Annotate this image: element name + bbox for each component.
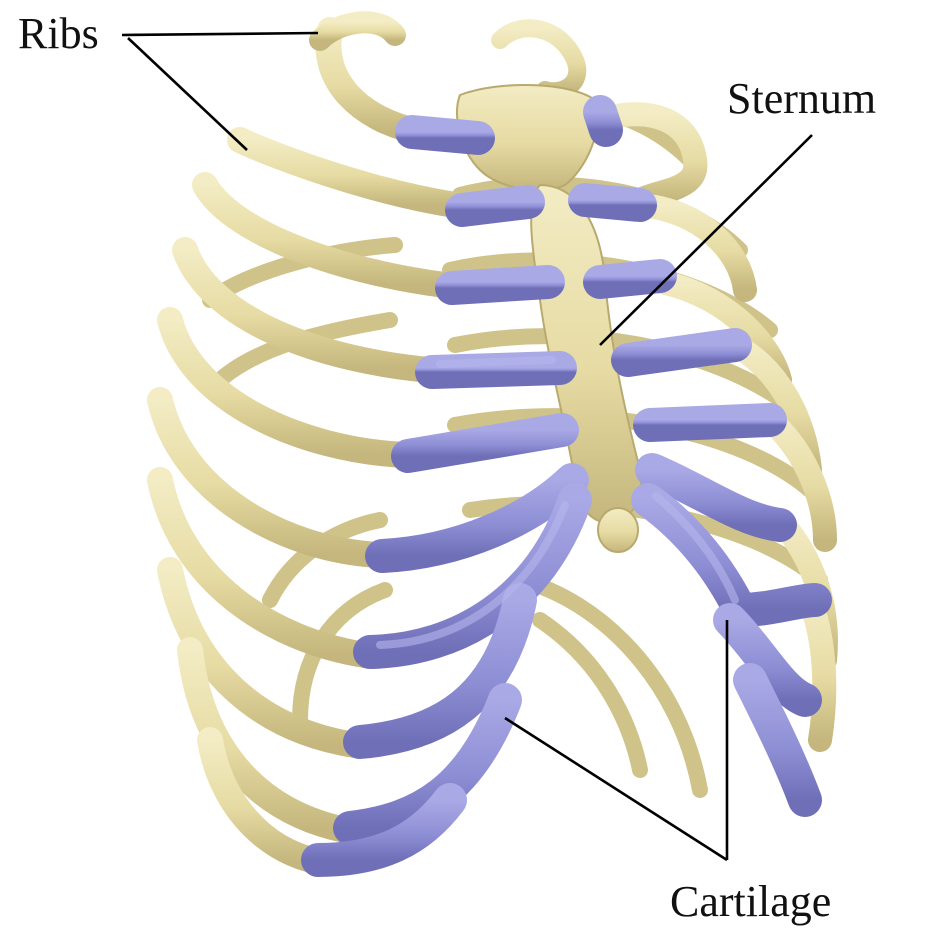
right-rib-7 (810, 600, 824, 740)
right-cartilage-4 (628, 345, 735, 360)
right-cartilage-5 (650, 420, 770, 425)
left-first-rib-head (320, 22, 395, 40)
right-cartilage-1 (600, 112, 606, 130)
left-cartilage-4-highlight (440, 360, 552, 364)
ribs-leader-line (122, 33, 318, 35)
right-first-rib-head (500, 28, 577, 91)
left-cartilage-1 (412, 132, 478, 138)
left-cartilage-3 (452, 282, 548, 288)
left-cartilage-5 (408, 430, 562, 456)
cartilage-label: Cartilage (670, 877, 831, 926)
ribs-label: Ribs (18, 9, 99, 58)
ribs-callout: Ribs (18, 9, 318, 150)
right-cartilage-2 (585, 200, 640, 205)
left-cartilage-2 (462, 202, 528, 210)
sternum-label: Sternum (727, 74, 876, 123)
ribs-leader-line-2 (128, 38, 247, 150)
right-cartilage-3 (600, 276, 660, 282)
xiphoid-process (598, 508, 638, 552)
left-cartilage-4 (432, 368, 560, 372)
